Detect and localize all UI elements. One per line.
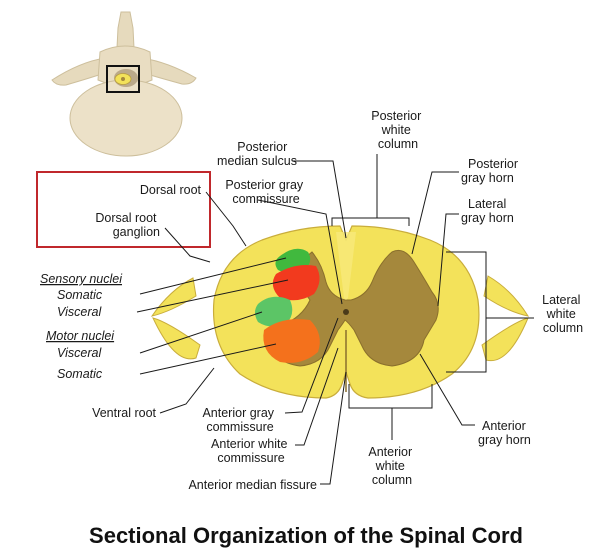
vertebra-focus-box xyxy=(106,65,140,93)
motor-nuclei-heading: Motor nuclei xyxy=(46,329,115,343)
visceral-motor-nucleus xyxy=(255,296,293,327)
dorsal-root-label: Dorsal root xyxy=(140,183,202,197)
spinal-cord-section xyxy=(212,225,480,399)
diagram-title: Sectional Organization of the Spinal Cor… xyxy=(89,523,523,548)
anterior-white-commissure-label: Anterior white commissure xyxy=(211,437,291,465)
somatic-motor-nucleus xyxy=(263,319,320,363)
anterior-gray-horn-label: Anterior gray horn xyxy=(478,419,531,447)
leader-lines xyxy=(136,160,475,485)
lateral-white-column-label: Lateral white column xyxy=(542,293,584,335)
anterior-median-fissure-label: Anterior median fissure xyxy=(188,478,317,492)
dorsal-root-highlight-box xyxy=(36,171,211,248)
dorsal-root-ganglion-label: Dorsal root ganglion xyxy=(95,211,160,239)
central-canal xyxy=(343,309,349,315)
brackets xyxy=(331,154,534,440)
visceral-sensory-label: Visceral xyxy=(57,305,102,319)
posterior-gray-commissure-label: Posterior gray commissure xyxy=(225,178,306,206)
vertebra-thumbnail xyxy=(51,11,197,157)
posterior-gray-horn-label: Posterior gray horn xyxy=(461,157,522,185)
posterior-white-column-label: Posterior white column xyxy=(371,109,425,151)
somatic-sensory-label: Somatic xyxy=(57,288,103,302)
somatic-motor-label: Somatic xyxy=(57,367,103,381)
visceral-motor-label: Visceral xyxy=(57,346,102,360)
anterior-white-column-label: Anterior white column xyxy=(368,445,415,487)
visceral-sensory-nucleus xyxy=(272,265,320,301)
posterior-median-sulcus-label: Posterior median sulcus xyxy=(217,140,297,168)
lateral-gray-horn-label: Lateral gray horn xyxy=(461,197,514,225)
anterior-gray-commissure-label: Anterior gray commissure xyxy=(202,406,277,434)
ventral-root-label: Ventral root xyxy=(92,406,156,420)
sensory-nuclei-heading: Sensory nuclei xyxy=(40,272,123,286)
labels: Posterior white column Posterior median … xyxy=(40,109,584,492)
